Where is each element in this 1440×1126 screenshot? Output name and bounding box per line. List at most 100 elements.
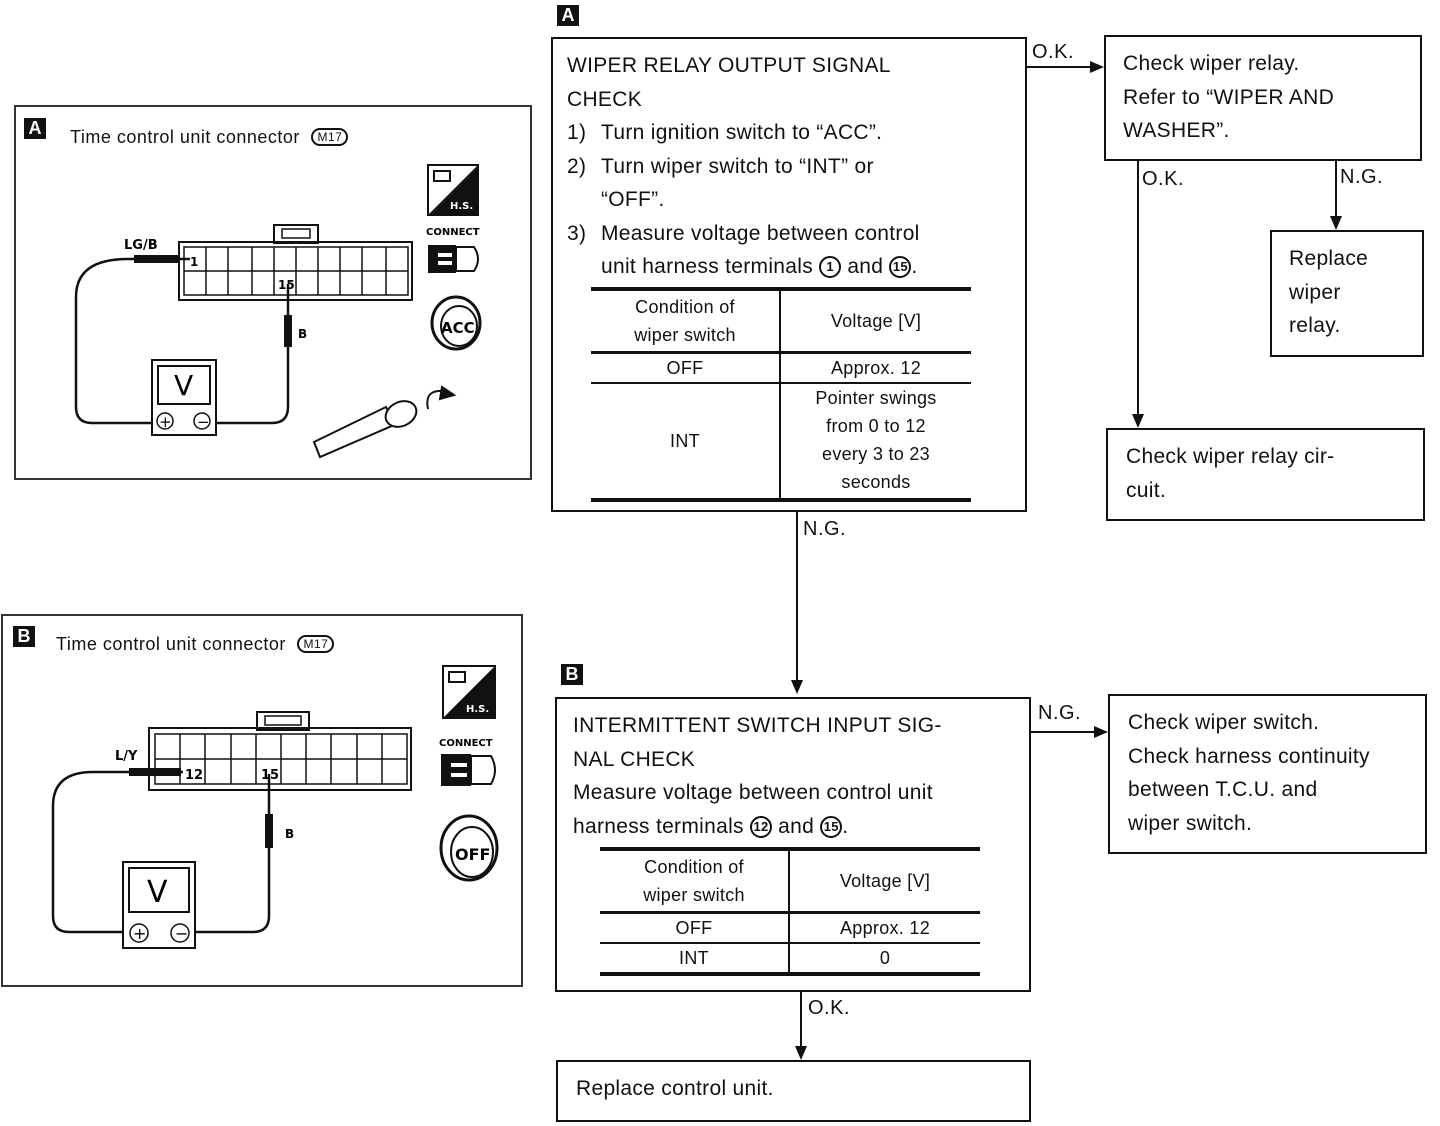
panel-a-title-text: Time control unit connector bbox=[70, 127, 300, 147]
panel-b-connect-icon bbox=[441, 754, 496, 786]
step-b-table-r1c1: OFF bbox=[600, 912, 790, 943]
step-a-step-3-text: Measure voltage between control bbox=[601, 221, 920, 245]
panel-b-term-12: 12 bbox=[185, 768, 203, 783]
panel-b-key-icon bbox=[439, 814, 499, 882]
check-relay-circuit-l1: Check wiper relay cir- bbox=[1126, 445, 1335, 468]
panel-a-voltmeter bbox=[151, 359, 217, 436]
step-a-step-2b: “OFF”. bbox=[601, 188, 665, 211]
panel-a-wires bbox=[74, 257, 290, 425]
step-b-line-4-pre: harness terminals bbox=[573, 814, 744, 838]
step-b-box: INTERMITTENT SWITCH INPUT SIG- NAL CHECK… bbox=[555, 697, 1031, 992]
panel-a-term-15: 15 bbox=[278, 278, 295, 292]
step-a-table-header-voltage: Voltage [V] bbox=[830, 311, 922, 331]
step-a-step-3b-post: . bbox=[911, 255, 918, 278]
step-a-step-3b: unit harness terminals 1 and 15. bbox=[567, 250, 1025, 284]
panel-a-hs-text: H.S. bbox=[450, 201, 473, 212]
panel-b-minus: − bbox=[175, 924, 188, 943]
label-ng-switch: N.G. bbox=[1038, 702, 1082, 724]
step-a-terminal-1: 1 bbox=[819, 256, 842, 278]
check-wiper-switch-box: Check wiper switch. Check harness contin… bbox=[1108, 694, 1427, 854]
panel-b-probe-right bbox=[265, 814, 273, 848]
panel-b-connect-text: CONNECT bbox=[439, 738, 493, 749]
panel-a-connector bbox=[178, 224, 413, 301]
panel-b-wires bbox=[51, 770, 271, 934]
check-relay-circuit-box: Check wiper relay cir- cuit. bbox=[1106, 428, 1425, 521]
check-relay-circuit-l2: cuit. bbox=[1126, 478, 1167, 502]
panel-a-connect-text: CONNECT bbox=[426, 227, 480, 238]
step-b-terminal-12: 12 bbox=[749, 815, 772, 838]
step-a-step-1-num: 1) bbox=[567, 121, 587, 144]
panel-a-wiring-svg: 1 15 LG/B B V + − H.S. CONNECT bbox=[74, 164, 482, 459]
panel-b-voltmeter bbox=[122, 861, 196, 949]
step-b-table-h1-line1: Condition of bbox=[644, 857, 744, 877]
step-a-table-h1-line1: Condition of bbox=[635, 297, 735, 317]
replace-wiper-relay-box: Replace wiper relay. bbox=[1270, 230, 1424, 357]
step-a-step-3b-pre: unit harness terminals bbox=[601, 255, 814, 278]
label-ok-circuit: O.K. bbox=[1142, 168, 1185, 190]
step-b-line-4-and: and bbox=[778, 814, 815, 838]
panel-a-connect-icon bbox=[428, 245, 479, 273]
step-a-step-1-text: Turn ignition switch to “ACC”. bbox=[601, 121, 883, 144]
step-b-voltage-table: Condition of wiper switch Voltage [V] OF… bbox=[600, 847, 980, 976]
label-ok-relay: O.K. bbox=[1032, 41, 1075, 63]
replace-wiper-relay-l3: relay. bbox=[1289, 314, 1341, 337]
label-ng-step-b: N.G. bbox=[803, 518, 847, 540]
step-b-line-4-post: . bbox=[842, 814, 849, 838]
check-wiper-switch-l1: Check wiper switch. bbox=[1128, 711, 1320, 734]
panel-a-term-1: 1 bbox=[190, 255, 198, 269]
panel-b-title-text: Time control unit connector bbox=[56, 634, 286, 654]
step-b-title-2: NAL CHECK bbox=[573, 747, 696, 771]
panel-b-probe-left bbox=[129, 768, 181, 776]
panel-b-key-text: OFF bbox=[455, 845, 490, 864]
panel-a-tag: A bbox=[24, 118, 46, 139]
step-a-box: WIPER RELAY OUTPUT SIGNAL CHECK 1)Turn i… bbox=[551, 37, 1027, 512]
panel-a-title: Time control unit connector M17 bbox=[70, 127, 349, 148]
panel-b-diagram: B Time control unit connector M17 1 bbox=[1, 614, 523, 987]
step-b-table-r2c1: INT bbox=[600, 943, 790, 974]
step-a-table-r2c2-l3: every 3 to 23 bbox=[822, 444, 930, 464]
step-a-table-r2c2: Pointer swings from 0 to 12 every 3 to 2… bbox=[780, 383, 971, 500]
panel-b-wire-ly: L/Y bbox=[115, 749, 138, 764]
panel-a-wiper-switch-icon bbox=[312, 385, 457, 459]
step-a-table-r1c2: Approx. 12 bbox=[830, 358, 922, 378]
step-a-step-2-text: Turn wiper switch to “INT” or bbox=[601, 154, 874, 178]
step-a-table-r1c1: OFF bbox=[591, 352, 781, 383]
check-wiper-switch-l3: between T.C.U. and bbox=[1128, 778, 1318, 801]
step-a-table-r2c2-l4: seconds bbox=[841, 472, 911, 492]
panel-b-tag: B bbox=[13, 626, 35, 647]
panel-b-wire-b: B bbox=[285, 827, 294, 841]
step-a-tag: A bbox=[557, 5, 579, 26]
panel-a-key-text: ACC bbox=[441, 319, 475, 337]
step-a-step-3: 3)Measure voltage between control bbox=[567, 217, 1025, 251]
step-b-table-r2c2: 0 bbox=[879, 948, 891, 968]
replace-control-unit-box: Replace control unit. bbox=[556, 1060, 1031, 1122]
step-a-voltage-table: Condition of wiper switch Voltage [V] OF… bbox=[591, 287, 971, 502]
panel-a-connector-code: M17 bbox=[311, 128, 349, 146]
panel-b-hs-icon bbox=[442, 665, 496, 719]
panel-b-meter-label: V bbox=[147, 875, 168, 910]
step-b-line-3: Measure voltage between control unit bbox=[573, 781, 933, 804]
step-b-terminal-15: 15 bbox=[820, 815, 843, 838]
step-a-table-header-condition: Condition of wiper switch bbox=[591, 289, 781, 353]
step-b-table-r1c2: Approx. 12 bbox=[839, 918, 931, 938]
label-ng-replace-relay: N.G. bbox=[1340, 166, 1384, 188]
check-wiper-relay-box: Check wiper relay. Refer to “WIPER AND W… bbox=[1104, 35, 1422, 161]
panel-b-connector-code: M17 bbox=[297, 635, 335, 653]
step-b-table-h1-line2: wiper switch bbox=[643, 885, 745, 905]
check-wiper-relay-l3: WASHER”. bbox=[1123, 119, 1230, 142]
step-a-title-2: CHECK bbox=[567, 87, 643, 111]
panel-a-wire-lgb: LG/B bbox=[124, 238, 158, 253]
step-b-line-4: harness terminals 12 and 15. bbox=[573, 810, 1029, 844]
check-wiper-relay-l2: Refer to “WIPER AND bbox=[1123, 85, 1335, 109]
step-a-terminal-15: 15 bbox=[889, 256, 912, 278]
step-b-tag: B bbox=[561, 664, 583, 685]
panel-a-minus: − bbox=[197, 413, 210, 431]
panel-b-title: Time control unit connector M17 bbox=[56, 634, 335, 655]
panel-a-hs-icon bbox=[427, 164, 479, 216]
check-wiper-switch-l4: wiper switch. bbox=[1128, 811, 1253, 835]
step-b-table-header-condition: Condition of wiper switch bbox=[600, 849, 790, 913]
step-b-table-header-voltage: Voltage [V] bbox=[839, 871, 931, 891]
replace-control-unit-l1: Replace control unit. bbox=[576, 1077, 774, 1100]
step-a-step-2-num: 2) bbox=[567, 154, 587, 178]
label-ok-replace-unit: O.K. bbox=[808, 997, 851, 1019]
